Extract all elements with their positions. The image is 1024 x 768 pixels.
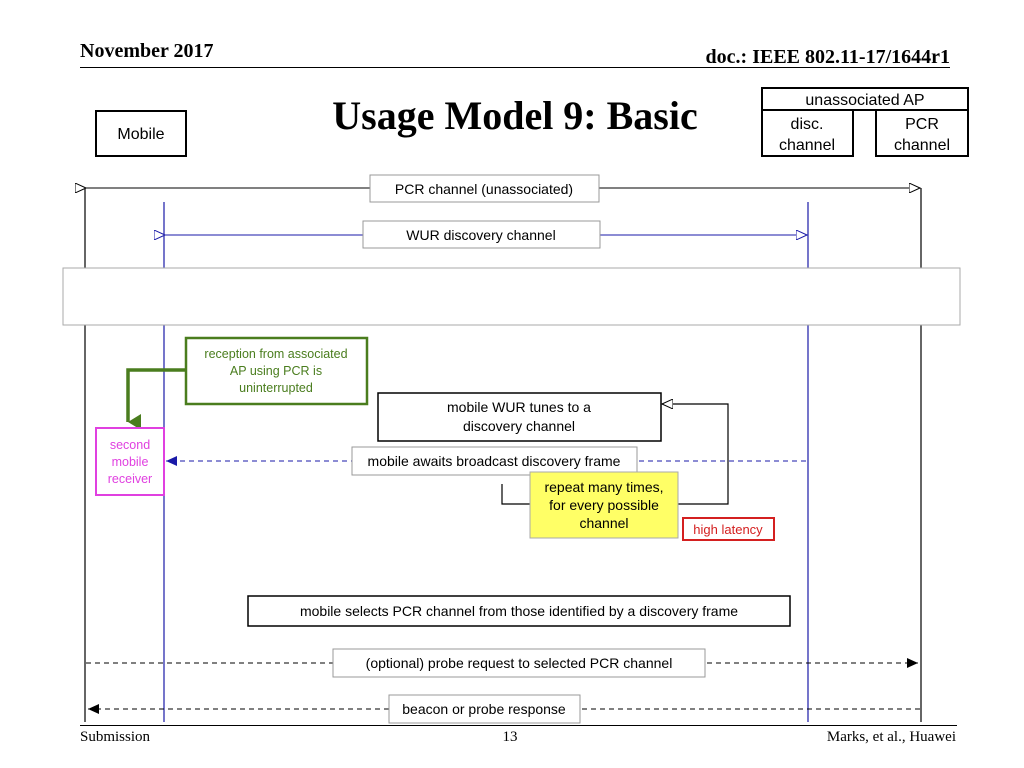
svg-text:WUR discovery channel: WUR discovery channel — [406, 227, 555, 243]
svg-text:unassociated AP: unassociated AP — [805, 92, 924, 109]
header-date: November 2017 — [80, 40, 214, 62]
message-pcr-channel-unassociated: PCR channel (unassociated) — [86, 174, 920, 203]
svg-text:PCR: PCR — [905, 116, 939, 133]
svg-text:receiver: receiver — [108, 472, 152, 486]
note-reception-uninterrupted: reception from associated AP using PCR i… — [126, 336, 369, 430]
mobile-box: Mobile — [95, 110, 187, 157]
svg-text:(optional) probe request to se: (optional) probe request to selected PCR… — [366, 655, 673, 671]
svg-text:second: second — [110, 438, 150, 452]
footer-authors: Marks, et al., Huawei — [826, 729, 956, 745]
svg-text:reception from associated: reception from associated — [204, 347, 347, 361]
svg-text:channel: channel — [579, 515, 628, 531]
message-awaits-broadcast: mobile awaits broadcast discovery frame — [166, 446, 806, 476]
header-rule — [80, 67, 950, 68]
svg-text:discovery channel: discovery channel — [463, 418, 575, 434]
svg-text:Mobile: Mobile — [117, 126, 164, 143]
footer-rule — [80, 725, 957, 726]
slide-title: Usage Model 9: Basic — [332, 93, 698, 138]
note-selects-pcr-channel: mobile selects PCR channel from those id… — [247, 595, 791, 627]
svg-text:mobile selects PCR channel fro: mobile selects PCR channel from those id… — [300, 603, 738, 619]
blank-band — [62, 267, 961, 326]
svg-text:repeat many times,: repeat many times, — [544, 479, 663, 495]
header-doc-number: doc.: IEEE 802.11-17/1644r1 — [705, 46, 950, 68]
message-beacon-response: beacon or probe response — [88, 694, 920, 724]
svg-text:mobile awaits broadcast discov: mobile awaits broadcast discovery frame — [368, 453, 621, 469]
message-wur-discovery-channel: WUR discovery channel — [165, 220, 807, 249]
svg-text:channel: channel — [779, 137, 835, 154]
repeat-loop-arrow — [651, 404, 729, 505]
svg-text:high latency: high latency — [693, 522, 763, 537]
note-repeat-many-times: repeat many times, for every possible ch… — [529, 471, 679, 539]
svg-text:channel: channel — [894, 137, 950, 154]
svg-text:mobile WUR tunes to a: mobile WUR tunes to a — [447, 399, 591, 415]
repeat-loop-start — [501, 484, 532, 505]
svg-text:for every possible: for every possible — [549, 497, 659, 513]
svg-text:beacon or probe response: beacon or probe response — [402, 701, 566, 717]
svg-text:disc.: disc. — [791, 116, 824, 133]
svg-text:uninterrupted: uninterrupted — [239, 381, 313, 395]
svg-text:AP using PCR is: AP using PCR is — [230, 364, 322, 378]
note-wur-tunes: mobile WUR tunes to a discovery channel — [377, 392, 662, 442]
footer-submission: Submission — [80, 729, 151, 745]
note-second-mobile-receiver: second mobile receiver — [95, 427, 165, 496]
svg-text:mobile: mobile — [112, 455, 149, 469]
svg-text:PCR channel (unassociated): PCR channel (unassociated) — [395, 181, 573, 197]
unassociated-ap-box: unassociated AP disc. channel PCR channe… — [761, 87, 969, 157]
message-probe-request: (optional) probe request to selected PCR… — [86, 648, 918, 678]
note-high-latency: high latency — [682, 517, 775, 541]
footer-page-number: 13 — [502, 729, 518, 745]
